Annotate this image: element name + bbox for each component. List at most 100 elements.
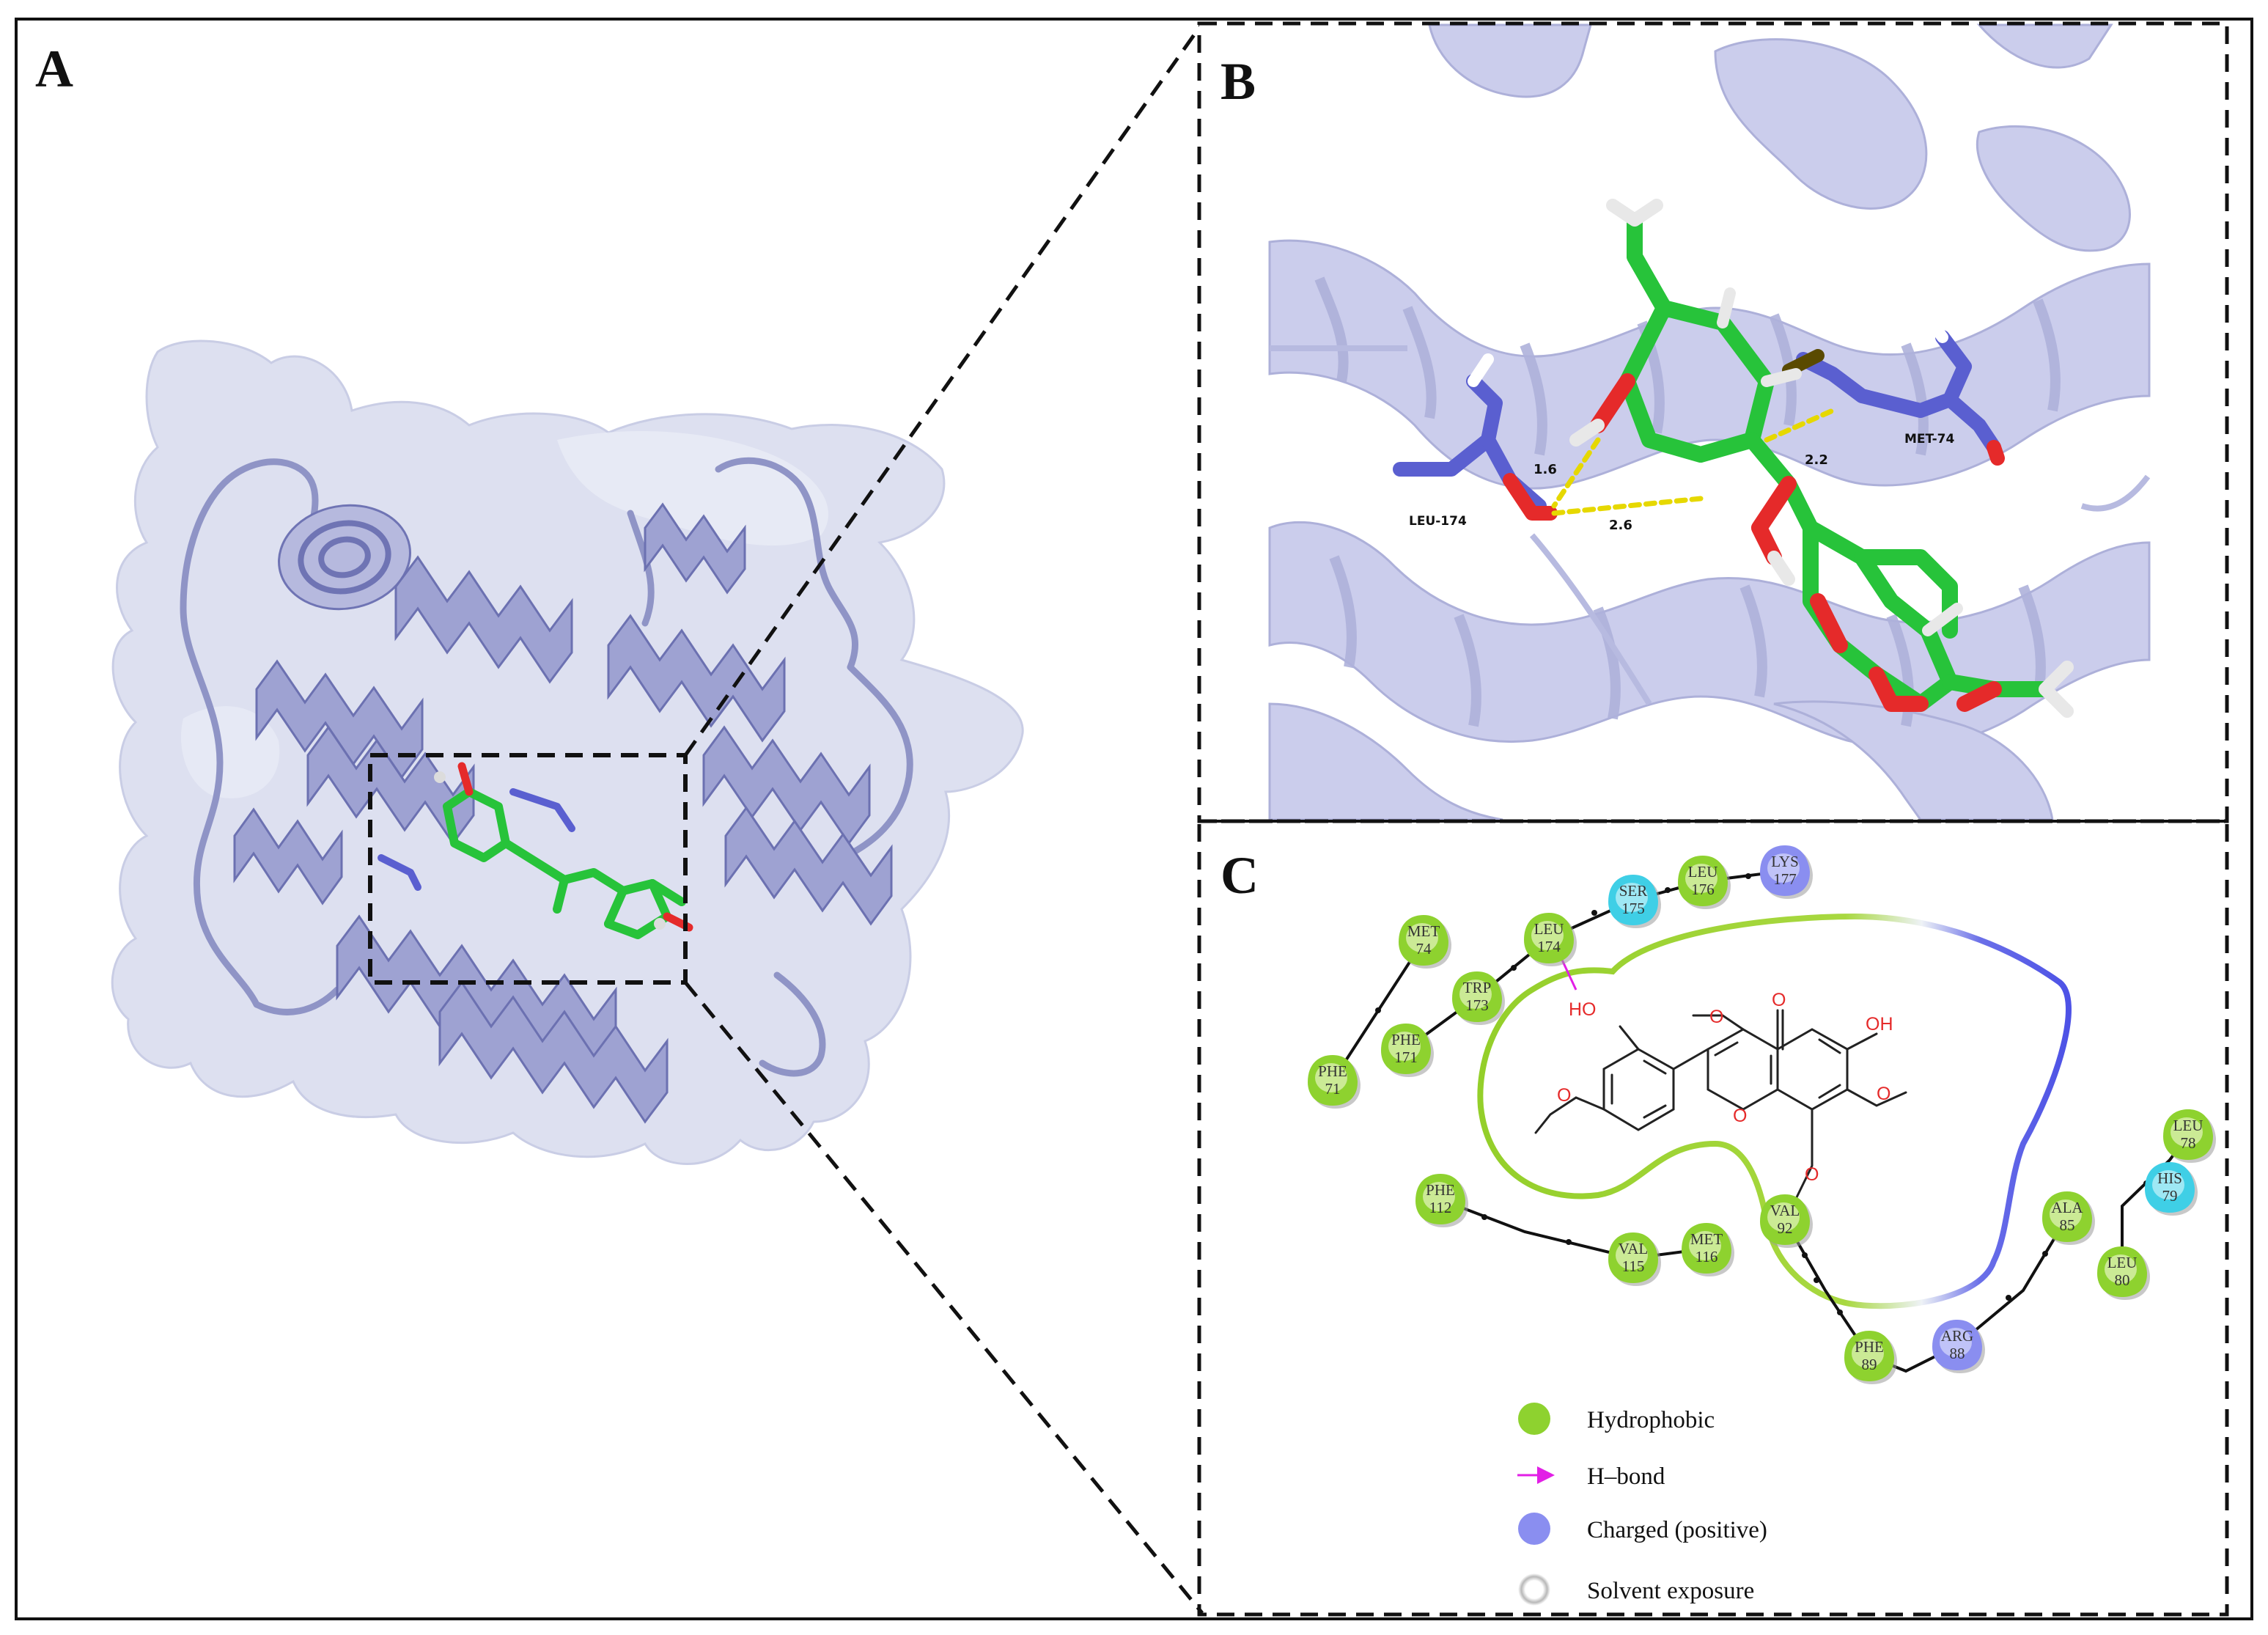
residue-name-label: PHE: [1391, 1031, 1421, 1048]
ligand-2d-atoms: O O OH O O O HO O: [1557, 990, 1893, 1185]
residue-name-label: PHE: [1318, 1062, 1347, 1080]
residue-number-label: 85: [2060, 1216, 2075, 1234]
legend-item-hbond: H–bond: [1517, 1463, 1665, 1490]
residue-name-label: VAL: [1770, 1202, 1800, 1219]
protein-surface-highlight: [180, 706, 280, 798]
atom-o-carbonyl: O: [1772, 990, 1786, 1010]
residue-name-label: LEU: [2173, 1117, 2203, 1134]
residue-number-label: 174: [1537, 938, 1561, 955]
residue-highlight: [1767, 853, 1800, 883]
zoom-box: [368, 753, 688, 985]
residue-highlight: [1616, 1241, 1648, 1270]
residue-number-label: 173: [1465, 996, 1489, 1014]
residue-met-74: [1782, 302, 2005, 466]
residue-highlight: [1685, 864, 1717, 893]
legend-label-hydrophobic: Hydrophobic: [1587, 1407, 1715, 1433]
residue-name-label: PHE: [1426, 1181, 1455, 1199]
residue-name-label: PHE: [1855, 1338, 1884, 1356]
protein-helices: [233, 502, 893, 1124]
residue-number-label: 88: [1950, 1345, 1965, 1362]
distance-label-3: 2.2: [1805, 452, 1828, 468]
legend-hydrophobic-circle: [1518, 1403, 1550, 1435]
distance-label-1: 1.6: [1534, 462, 1557, 477]
residue-name-label: TRP: [1463, 979, 1492, 996]
residue-highlight: [2171, 1117, 2203, 1147]
atom-oh-right: OH: [1866, 1014, 1893, 1035]
residue-highlight: [1423, 1182, 1455, 1211]
residue-highlight: [1388, 1032, 1421, 1061]
distance-label-2: 2.6: [1609, 518, 1632, 533]
residue-label-leu-174: LEU-174: [1409, 514, 1467, 529]
residue-name-label: ARG: [1941, 1327, 1973, 1345]
residue-name-label: MET: [1690, 1230, 1723, 1248]
residue-leu-174: [1393, 353, 1558, 521]
residue-highlight: [2152, 1170, 2184, 1199]
panel-b: B: [1199, 23, 2227, 821]
hbond-lines: [1551, 408, 1836, 516]
residue-number-label: 171: [1394, 1048, 1418, 1066]
legend-item-hydrophobic: Hydrophobic: [1518, 1403, 1715, 1435]
residue-name-label: LEU: [1534, 920, 1564, 938]
residue-name-label: MET: [1407, 922, 1440, 940]
residue-number-label: 115: [1622, 1257, 1645, 1275]
panel-c: C: [1220, 845, 2216, 1606]
residue-highlight: [2050, 1199, 2082, 1229]
residue-highlight: [1767, 1202, 1800, 1232]
residue-number-label: 89: [1862, 1356, 1877, 1373]
panel-b-frame: [1197, 21, 2229, 823]
residue-highlight: [1459, 980, 1492, 1009]
residue-highlight: [1852, 1339, 1884, 1368]
legend: Hydrophobic H–bond Charged (positive) So…: [1517, 1403, 1767, 1606]
residue-number-label: 175: [1621, 900, 1645, 917]
atom-o-methoxy-left: O: [1557, 1085, 1571, 1106]
residue-highlight: [1406, 923, 1438, 952]
residue-number-label: 78: [2181, 1134, 2196, 1152]
residue-highlight: [1531, 921, 1564, 950]
ribbon-scene: [1268, 23, 2151, 821]
residue-name-label: LEU: [2107, 1254, 2138, 1271]
ligand-b: [1569, 199, 2074, 718]
residue-number-label: 74: [1416, 940, 1432, 958]
residue-number-label: 176: [1691, 881, 1715, 898]
residue-name-label: HIS: [2157, 1169, 2182, 1187]
panel-label-b: B: [1220, 52, 1256, 111]
residue-number-label: 80: [2115, 1271, 2130, 1289]
legend-label-hbond: H–bond: [1587, 1463, 1665, 1490]
legend-item-solvent: Solvent exposure: [1518, 1573, 1754, 1606]
residue-number-label: 177: [1773, 870, 1797, 888]
atom-o-ring: O: [1733, 1106, 1747, 1126]
residue-highlight: [1315, 1063, 1347, 1092]
residue-highlight: [1940, 1328, 1972, 1357]
legend-charged-circle: [1518, 1513, 1550, 1545]
residue-highlight: [2105, 1254, 2137, 1284]
residue-markers: MET74LEU174SER175LEU176LYS177TRP173PHE17…: [1308, 845, 2216, 1384]
panel-label-a: A: [35, 40, 73, 98]
residue-number-label: 71: [1325, 1080, 1341, 1098]
zoom-connector-bottom: [684, 981, 1204, 1614]
panel-a: A: [35, 40, 1024, 1165]
residue-highlight: [1616, 883, 1648, 912]
zoom-connector-top: [683, 22, 1204, 757]
residue-name-label: LEU: [1688, 863, 1718, 881]
atom-ho-left: HO: [1569, 999, 1597, 1020]
ligand-2d-structure: [1534, 1009, 1907, 1200]
residue-number-label: 79: [2162, 1187, 2178, 1205]
residue-name-label: ALA: [2051, 1199, 2083, 1216]
residue-name-label: SER: [1619, 882, 1648, 900]
pocket-outline: [1477, 913, 2072, 1309]
residue-name-label: LYS: [1771, 853, 1799, 870]
